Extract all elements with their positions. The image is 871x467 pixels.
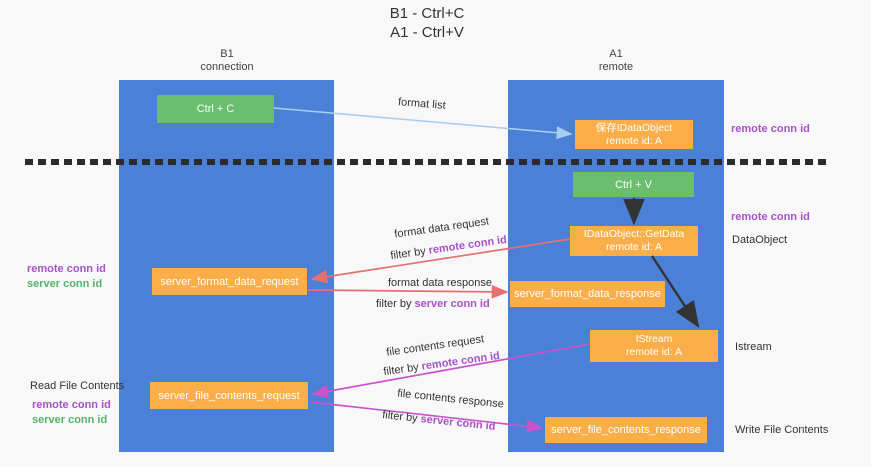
filter-by-text: filter by <box>389 244 430 263</box>
remote-conn-id-text: remote conn id <box>427 233 508 257</box>
format-data-response-filter-label: filter by server conn id <box>376 298 490 310</box>
filter-by-text: filter by <box>381 409 422 426</box>
format-data-request-label: format data request <box>393 215 490 241</box>
getdata-box: IDataObject::GetData remote id: A <box>570 226 698 256</box>
filter-by-text: filter by <box>382 360 423 379</box>
remote-conn-id-text: remote conn id <box>420 349 501 373</box>
server-format-data-request-box: server_format_data_request <box>152 268 307 295</box>
format-server-conn-id-annotation: server conn id <box>27 278 103 290</box>
dataobject-annotation: DataObject <box>732 234 788 246</box>
server-file-contents-request-label: server_file_contents_request <box>158 389 300 402</box>
diagram-title: B1 - Ctrl+C A1 - Ctrl+V <box>390 4 465 42</box>
left-column-role: connection <box>200 61 254 73</box>
remote-conn-id-annotation-mid: remote conn id <box>731 211 810 223</box>
save-dataobject-line2: remote id: A <box>605 134 663 147</box>
server-conn-id-text: server conn id <box>419 413 497 433</box>
format-list-label: format list <box>397 96 447 112</box>
ctrl-c-box: Ctrl + C <box>157 95 274 123</box>
format-data-response-label: format data response <box>388 277 492 289</box>
save-dataobject-line1: 保存IDataObject <box>595 121 673 134</box>
server-format-data-response-box: server_format_data_response <box>510 281 665 307</box>
ctrl-c-label: Ctrl + C <box>196 103 235 115</box>
read-file-contents-annotation: Read File Contents <box>30 380 125 392</box>
format-data-response-arrow <box>307 285 509 299</box>
right-column-name: A1 <box>609 48 623 60</box>
file-server-conn-id-annotation: server conn id <box>32 414 108 426</box>
server-conn-id-text: server conn id <box>414 298 490 310</box>
istream-line2: remote id: A <box>625 346 683 358</box>
server-format-data-response-label: server_format_data_response <box>514 288 661 300</box>
file-contents-response-filter-label: filter by server conn id <box>382 409 496 433</box>
format-remote-conn-id-annotation: remote conn id <box>27 263 106 275</box>
server-format-data-request-label: server_format_data_request <box>160 275 299 288</box>
server-file-contents-response-box: server_file_contents_response <box>545 417 707 443</box>
istream-annotation: Istream <box>735 341 772 353</box>
save-dataobject-box: 保存IDataObject remote id: A <box>575 120 693 149</box>
left-column-name: B1 <box>220 48 234 60</box>
istream-box: IStream remote id: A <box>590 330 718 362</box>
filter-by-text: filter by <box>376 298 415 310</box>
write-file-contents-annotation: Write File Contents <box>735 424 829 436</box>
file-remote-conn-id-annotation: remote conn id <box>32 399 111 411</box>
getdata-line2: remote id: A <box>605 241 663 253</box>
ctrl-v-box: Ctrl + V <box>573 172 694 197</box>
title-line-1: B1 - Ctrl+C <box>389 5 465 22</box>
server-file-contents-request-box: server_file_contents_request <box>150 382 308 409</box>
remote-conn-id-annotation-top: remote conn id <box>731 123 810 135</box>
right-column-role: remote <box>598 61 634 73</box>
ctrl-v-label: Ctrl + V <box>615 178 652 191</box>
server-file-contents-response-label: server_file_contents_response <box>551 424 701 436</box>
getdata-line1: IDataObject::GetData <box>583 228 685 240</box>
title-line-2: A1 - Ctrl+V <box>390 24 464 41</box>
left-column-header: B1 connection <box>200 48 253 74</box>
istream-line1: IStream <box>635 333 673 345</box>
file-contents-response-label: file contents response <box>396 387 505 411</box>
right-column-header: A1 remote <box>599 48 633 74</box>
